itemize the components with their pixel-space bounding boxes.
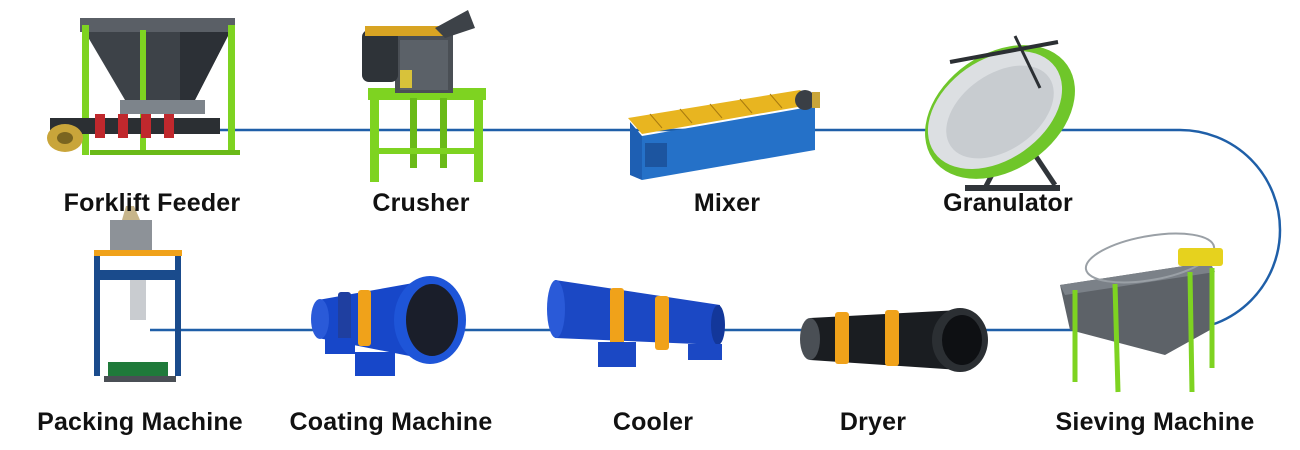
dryer-icon bbox=[800, 308, 988, 372]
step-label-forklift-feeder: Forklift Feeder bbox=[63, 189, 241, 217]
step-label-packing-machine: Packing Machine bbox=[37, 408, 243, 436]
granulator-icon bbox=[925, 35, 1075, 191]
mixer-icon bbox=[628, 90, 820, 180]
step-label-granulator: Granulator bbox=[943, 189, 1073, 217]
sieving-machine-icon bbox=[1060, 232, 1223, 393]
step-label-mixer: Mixer bbox=[693, 189, 761, 217]
step-label-sieving-machine: Sieving Machine bbox=[1055, 408, 1255, 436]
step-label-dryer: Dryer bbox=[839, 408, 907, 436]
step-label-coating-machine: Coating Machine bbox=[289, 408, 493, 436]
cooler-icon bbox=[547, 280, 725, 367]
crusher-icon bbox=[362, 10, 486, 182]
forklift-feeder-icon bbox=[47, 18, 240, 155]
packing-machine-icon bbox=[94, 206, 182, 382]
step-label-cooler: Cooler bbox=[612, 408, 694, 436]
coating-machine-icon bbox=[311, 276, 466, 376]
flow-connector-line bbox=[150, 128, 1282, 332]
step-label-crusher: Crusher bbox=[372, 189, 470, 217]
